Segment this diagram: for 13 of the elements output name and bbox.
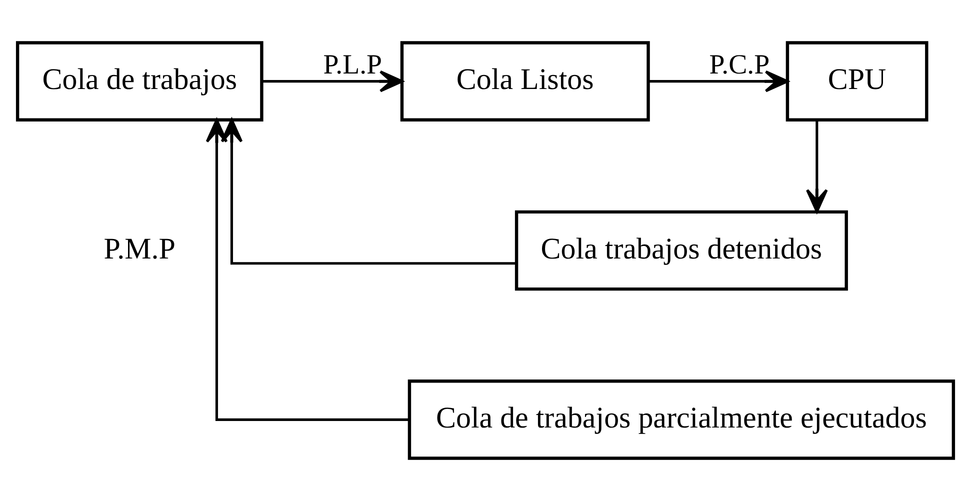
node-box: Cola de trabajos parcialmente ejecutados [407,380,955,460]
edge-label: P.C.P [708,50,770,81]
arrow [220,118,516,265]
arrow [648,70,788,92]
edge-label: P.L.P [322,50,382,81]
arrow [205,118,409,421]
node-box: CPU [785,41,928,122]
label: P.M.P [103,232,175,266]
node-box: Cola Listos [400,41,650,122]
arrow [805,120,828,213]
arrow [262,70,403,92]
node-box: Cola trabajos detenidos [514,210,848,291]
node-box: Cola de trabajos [15,41,263,122]
